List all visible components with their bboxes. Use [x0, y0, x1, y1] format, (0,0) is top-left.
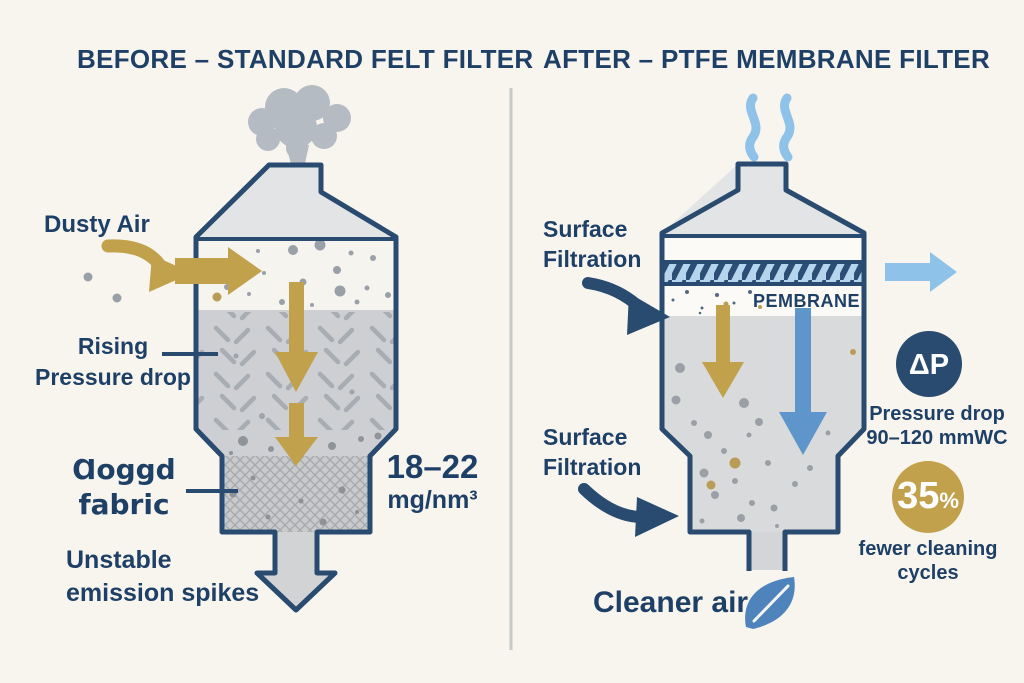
rising-pressure-line2: Pressure drop	[35, 364, 191, 390]
emission-unit: mg/nm³	[387, 486, 478, 514]
settled-gold-particles	[706, 349, 856, 490]
clogged-fabric-line1: Ɑoggd	[72, 453, 176, 486]
percent-badge	[892, 461, 964, 533]
dusty-air-label: Dusty Air	[44, 211, 150, 238]
emission-value: 18–22	[386, 448, 479, 485]
surface-filtration-top-line2: Filtration	[543, 246, 642, 272]
before-title: BEFORE – STANDARD FELT FILTER	[77, 44, 534, 74]
unstable-emissions-label: Unstable emission spikes	[66, 544, 259, 610]
clean-air-arrow-icon	[885, 252, 957, 292]
surface-filtration-label-top: Surface Filtration	[543, 214, 641, 274]
delta-p-symbol: ΔP	[908, 349, 950, 381]
membrane-label: PEMBRANE	[752, 291, 860, 311]
settled-dust-particles	[671, 363, 831, 528]
fewer-cycles-label: fewer cleaning cycles	[852, 537, 1004, 585]
smoke-cloud-icon	[248, 85, 351, 168]
unstable-emissions-line2: emission spikes	[66, 579, 260, 607]
emission-stat: 18–22 mg/nm³	[375, 448, 490, 515]
after-vessel-outline	[659, 161, 867, 571]
pressure-drop-line2: 90–120 mmWC	[866, 427, 1008, 449]
steam-waves-icon	[745, 93, 795, 162]
delta-p-badge	[896, 331, 962, 397]
fine-dust-particles	[671, 290, 752, 315]
percent-sign: %	[939, 488, 959, 513]
fewer-cycles-line1: fewer cleaning	[858, 538, 998, 560]
clogged-fabric-line2: fabric	[78, 488, 170, 521]
clogged-fabric-label: Ɑoggd fabric	[50, 452, 198, 522]
pressure-drop-stat: Pressure drop 90–120 mmWC	[859, 402, 1015, 450]
gold-dust-particle	[212, 292, 222, 302]
dust-particles-lower	[229, 432, 382, 455]
rising-pressure-line1: Rising	[77, 333, 149, 359]
after-panel-art	[578, 93, 964, 629]
before-panel-art	[83, 85, 399, 613]
rising-pressure-label: Rising Pressure drop	[33, 331, 193, 393]
air-down-arrow-icon	[779, 308, 827, 455]
inlet-arrow-icon	[175, 247, 262, 295]
dusty-air-curved-arrow-icon	[101, 239, 192, 292]
dust-down-arrow-icon	[702, 305, 744, 398]
down-arrow-1-icon	[275, 282, 318, 392]
cleaner-air-label: Cleaner air	[593, 586, 749, 619]
surface-filtration-arrow-top	[582, 277, 670, 335]
surface-filtration-label-bottom: Surface Filtration	[543, 422, 641, 482]
surface-filtration-top-line1: Surface	[543, 216, 628, 242]
percent-value: 35	[897, 475, 940, 517]
down-arrow-2-icon	[275, 403, 318, 466]
leaf-icon	[745, 577, 795, 629]
surface-filtration-bottom-line2: Filtration	[543, 454, 642, 480]
after-title: AFTER – PTFE MEMBRANE FILTER	[543, 44, 991, 74]
surface-filtration-bottom-line1: Surface	[543, 424, 628, 450]
after-outlet-fill	[751, 532, 783, 570]
unstable-emissions-line1: Unstable	[66, 546, 172, 574]
after-vessel-fill	[662, 164, 864, 532]
pressure-drop-line1: Pressure drop	[869, 403, 1005, 425]
fewer-cycles-line2: cycles	[897, 562, 959, 584]
ptfe-membrane-band	[660, 260, 866, 286]
surface-filtration-arrow-bottom	[578, 483, 679, 537]
percent-stat: 35%	[890, 474, 966, 520]
